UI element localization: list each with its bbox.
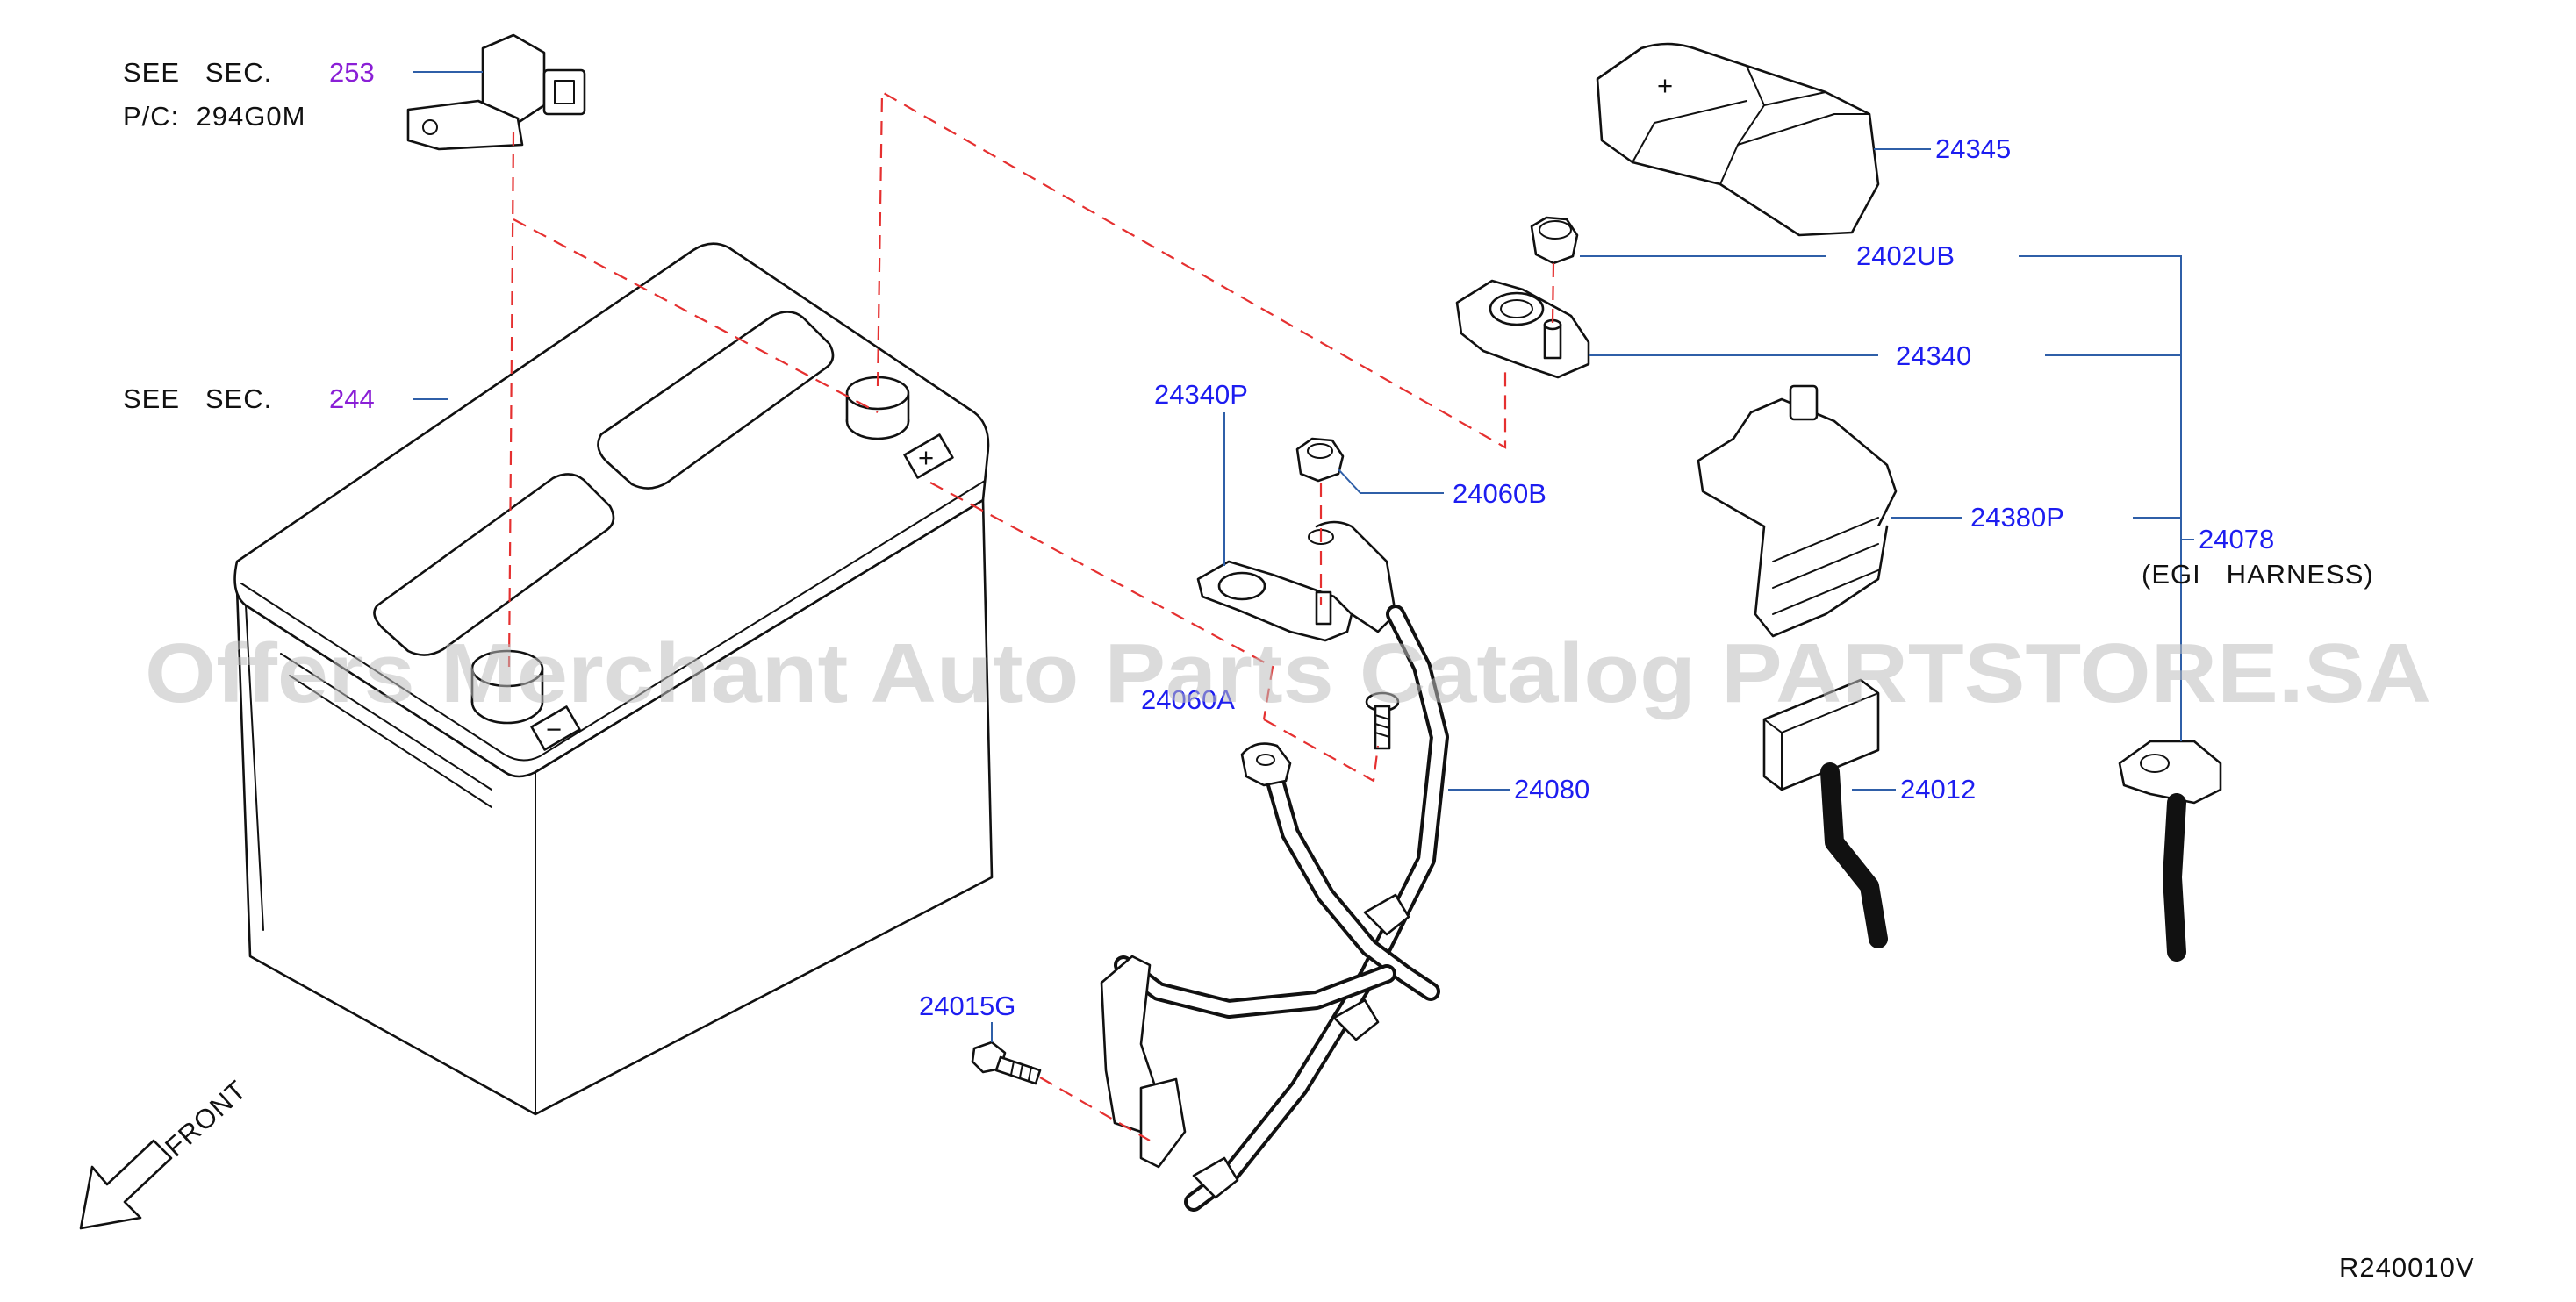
battery-sensor-connector[interactable] [406, 33, 586, 151]
part-24080-label[interactable]: 24080 [1514, 774, 1589, 805]
nut-2402UB[interactable] [1530, 216, 1579, 265]
plus-mark: + [918, 442, 935, 473]
diagram-code: R240010V [2339, 1252, 2475, 1283]
part-24060B-label[interactable]: 24060B [1453, 478, 1546, 509]
part-24060A-label[interactable]: 24060A [1141, 684, 1235, 715]
part-24340P-label[interactable]: 24340P [1154, 379, 1248, 410]
sec-253-link[interactable]: 253 [329, 57, 375, 88]
positive-terminal[interactable]: + [845, 376, 954, 479]
nut-24060B[interactable] [1295, 437, 1345, 483]
assembly-guide-lines [507, 90, 1555, 1141]
pc-code-label: P/C: 294G0M [123, 101, 305, 132]
bolt-24015G[interactable] [971, 1041, 1042, 1085]
egi-harness-terminal-24078[interactable] [2118, 740, 2222, 962]
negative-terminal-clamp-24340P[interactable] [1196, 520, 1397, 642]
harness-connector-24012[interactable] [1762, 678, 1888, 948]
part-24012-label[interactable]: 24012 [1900, 774, 1976, 805]
front-label: FRONT [159, 1074, 252, 1162]
fusible-link-holder-24380P[interactable] [1697, 384, 1898, 638]
part-2402UB-label[interactable]: 2402UB [1856, 240, 1955, 271]
cover-plus-mark: + [1657, 70, 1674, 101]
terminal-cover-24345[interactable]: + [1596, 42, 1880, 237]
leader-lines [413, 71, 2194, 1042]
minus-mark: − [546, 714, 563, 745]
see-sec-label-1: SEE SEC. [123, 57, 272, 88]
bolt-24060A[interactable] [1365, 691, 1400, 750]
see-sec-label-2: SEE SEC. [123, 383, 272, 414]
negative-terminal[interactable]: − [470, 649, 581, 751]
watermark: Offers Merchant Auto Parts Catalog PARTS… [145, 626, 2431, 720]
front-direction-arrow [79, 1139, 173, 1230]
part-24078-label[interactable]: 24078 [2199, 524, 2274, 554]
egi-harness-label: (EGI HARNESS) [2142, 559, 2374, 590]
part-24340-label[interactable]: 24340 [1896, 340, 1971, 371]
sec-244-link[interactable]: 244 [329, 383, 375, 414]
ground-cable-24080[interactable] [1100, 604, 1449, 1212]
battery[interactable]: + − [233, 242, 994, 1116]
part-24015G-label[interactable]: 24015G [919, 991, 1015, 1021]
positive-terminal-clamp-24340[interactable] [1455, 279, 1590, 379]
part-24380P-label[interactable]: 24380P [1970, 502, 2064, 533]
part-24345-label[interactable]: 24345 [1935, 133, 2011, 164]
